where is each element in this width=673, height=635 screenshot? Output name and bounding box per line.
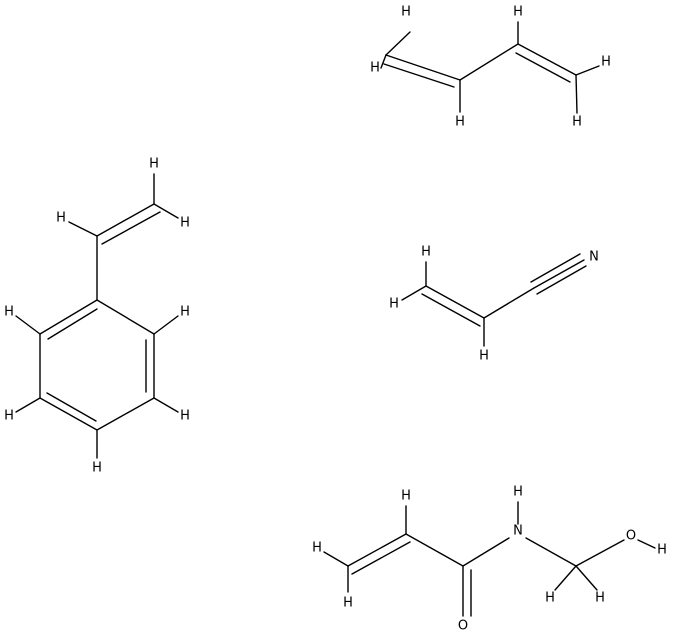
hydrogen-label: H <box>92 461 102 476</box>
bond <box>575 565 598 591</box>
bond <box>68 221 98 237</box>
bond <box>462 537 510 567</box>
hydrogen-label: H <box>401 5 411 20</box>
bond <box>525 537 577 567</box>
bond <box>153 397 179 413</box>
bond <box>153 203 179 219</box>
bond <box>405 533 464 567</box>
hydrogen-label: H <box>595 591 605 606</box>
bond <box>96 299 155 335</box>
hydrogen-label: H <box>401 489 411 504</box>
hydrogen-label: H <box>180 409 190 424</box>
nitrogen-label: N <box>513 524 523 539</box>
oxygen-label: O <box>458 619 468 634</box>
bond <box>15 315 41 335</box>
bond <box>421 293 481 327</box>
bond <box>153 315 179 335</box>
bond <box>39 299 98 335</box>
hydrogen-label: H <box>4 409 14 424</box>
hydrogen-label: H <box>455 115 465 130</box>
hydrogen-label: H <box>312 541 322 556</box>
bond <box>637 539 656 549</box>
hydrogen-label: H <box>513 485 523 500</box>
hydrogen-label: H <box>479 349 489 364</box>
styrene-molecule: H H H H H H H H <box>4 157 190 476</box>
hydrogen-label: H <box>601 55 611 70</box>
bond <box>533 259 585 289</box>
hydrogen-label: H <box>389 297 399 312</box>
acrylonitrile-molecule: N H H H <box>389 245 599 364</box>
hydrogen-label: H <box>421 245 431 260</box>
bond <box>347 533 407 567</box>
bond <box>515 52 571 83</box>
hydrogen-label: H <box>572 115 582 130</box>
hydrogen-label: H <box>149 157 159 172</box>
hydrogen-label: H <box>513 5 523 20</box>
bond <box>46 392 97 422</box>
hydrogen-label: H <box>370 61 380 76</box>
hydroxymethyl-acrylamide-molecule: N O O H H H H H H H <box>312 485 667 634</box>
bond <box>425 285 485 319</box>
hydrogen-label: H <box>545 591 555 606</box>
bond <box>483 287 535 319</box>
butadiene-molecule: H H H H H H <box>370 5 611 130</box>
bond <box>459 43 519 81</box>
hydrogen-label: H <box>343 596 353 611</box>
bond <box>47 308 98 340</box>
bond <box>39 397 98 431</box>
nitrogen-label: N <box>589 250 599 265</box>
bond <box>575 65 600 76</box>
bond <box>101 211 161 245</box>
bond <box>517 43 577 76</box>
bond <box>575 539 625 567</box>
bond <box>385 54 461 81</box>
bond <box>383 63 455 88</box>
bond <box>351 541 411 575</box>
hydrogen-label: H <box>4 305 14 320</box>
bond <box>96 397 155 431</box>
hydrogen-label: H <box>56 211 66 226</box>
bond <box>536 265 587 295</box>
bond <box>575 74 578 114</box>
hydrogen-label: H <box>180 216 190 231</box>
bond <box>554 565 577 591</box>
bond <box>15 397 41 413</box>
bond <box>530 253 581 283</box>
oxygen-label: O <box>626 529 636 544</box>
hydrogen-label: H <box>180 305 190 320</box>
bond <box>323 551 349 567</box>
bond <box>401 285 427 301</box>
hydrogen-label: H <box>657 543 667 558</box>
bond <box>96 203 155 237</box>
bond <box>380 54 387 69</box>
bond <box>385 31 411 56</box>
